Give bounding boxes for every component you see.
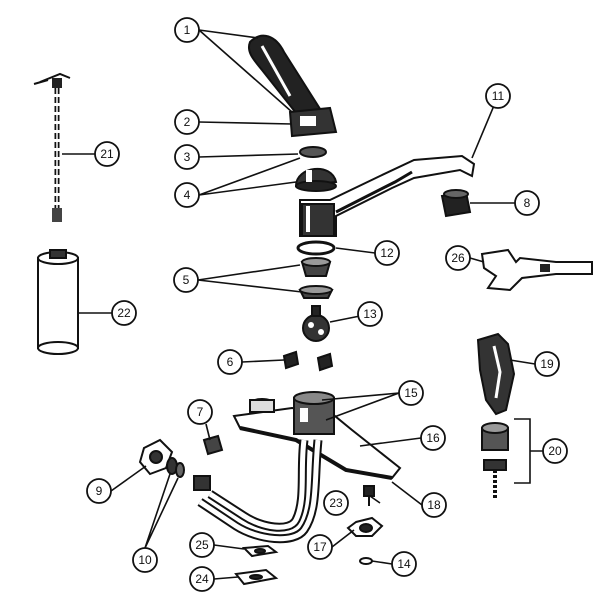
callout-label: 23 xyxy=(329,496,343,510)
clip-part xyxy=(359,557,373,565)
callout-21: 21 xyxy=(94,141,120,167)
callout-label: 24 xyxy=(195,572,209,586)
callout-6: 6 xyxy=(217,349,243,375)
callout-label: 7 xyxy=(197,405,204,419)
callout-label: 25 xyxy=(195,538,209,552)
callout-label: 8 xyxy=(524,196,531,210)
washer-part xyxy=(299,146,327,158)
callout-2: 2 xyxy=(174,109,200,135)
callout-label: 20 xyxy=(548,444,562,458)
callout-label: 9 xyxy=(96,484,103,498)
callout-label: 22 xyxy=(117,306,131,320)
callout-23: 23 xyxy=(323,490,349,516)
callout-label: 16 xyxy=(426,431,440,445)
sprayer-base-part xyxy=(481,422,509,500)
callout-11: 11 xyxy=(485,83,511,109)
callout-24: 24 xyxy=(189,566,215,592)
callout-17: 17 xyxy=(307,534,333,560)
hose-washer-part xyxy=(166,457,185,478)
callout-label: 6 xyxy=(227,355,234,369)
callout-20: 20 xyxy=(542,438,568,464)
callout-15: 15 xyxy=(398,380,424,406)
spray-hose-part xyxy=(33,72,71,222)
sprayer-head-part xyxy=(476,332,516,416)
o-ring-part xyxy=(296,240,336,256)
handle-body-part xyxy=(288,106,338,138)
adapter-part xyxy=(202,434,224,456)
callout-26: 26 xyxy=(445,245,471,271)
screw-part xyxy=(363,485,375,506)
callout-label: 2 xyxy=(184,115,191,129)
callout-7: 7 xyxy=(187,399,213,425)
callout-10: 10 xyxy=(132,547,158,573)
spring-seat-part xyxy=(282,350,334,372)
callout-label: 15 xyxy=(404,386,418,400)
callout-label: 1 xyxy=(184,23,191,37)
callout-label: 26 xyxy=(451,251,465,265)
callout-16: 16 xyxy=(420,425,446,451)
callout-22: 22 xyxy=(111,300,137,326)
supply-tubes-part xyxy=(193,439,323,544)
callout-label: 17 xyxy=(313,540,327,554)
callout-18: 18 xyxy=(421,492,447,518)
retaining-nut-part xyxy=(346,516,384,537)
callout-label: 18 xyxy=(427,498,441,512)
callout-label: 11 xyxy=(492,89,505,103)
callout-1: 1 xyxy=(174,17,200,43)
gasket-part xyxy=(234,544,279,586)
callout-label: 5 xyxy=(183,273,190,287)
callout-label: 10 xyxy=(138,553,152,567)
seat-part xyxy=(298,257,334,299)
callout-label: 21 xyxy=(100,147,114,161)
cylinder-part xyxy=(37,249,79,355)
callout-label: 4 xyxy=(184,188,191,202)
callout-label: 19 xyxy=(540,357,554,371)
callout-label: 12 xyxy=(380,246,394,260)
callout-19: 19 xyxy=(534,351,560,377)
callout-label: 13 xyxy=(363,307,377,321)
callout-9: 9 xyxy=(86,478,112,504)
callout-14: 14 xyxy=(391,551,417,577)
callout-label: 3 xyxy=(184,150,191,164)
callout-8: 8 xyxy=(514,190,540,216)
callout-12: 12 xyxy=(374,240,400,266)
dome-cap-part xyxy=(294,167,338,192)
coupling-nut-part xyxy=(138,438,174,476)
callout-25: 25 xyxy=(189,532,215,558)
ball-part xyxy=(302,305,330,342)
callout-5: 5 xyxy=(173,267,199,293)
wrench-part xyxy=(480,248,593,292)
callout-13: 13 xyxy=(357,301,383,327)
callout-4: 4 xyxy=(174,182,200,208)
spout-part xyxy=(299,154,476,237)
callout-3: 3 xyxy=(174,144,200,170)
callout-label: 14 xyxy=(397,557,411,571)
aerator-part xyxy=(440,189,472,218)
